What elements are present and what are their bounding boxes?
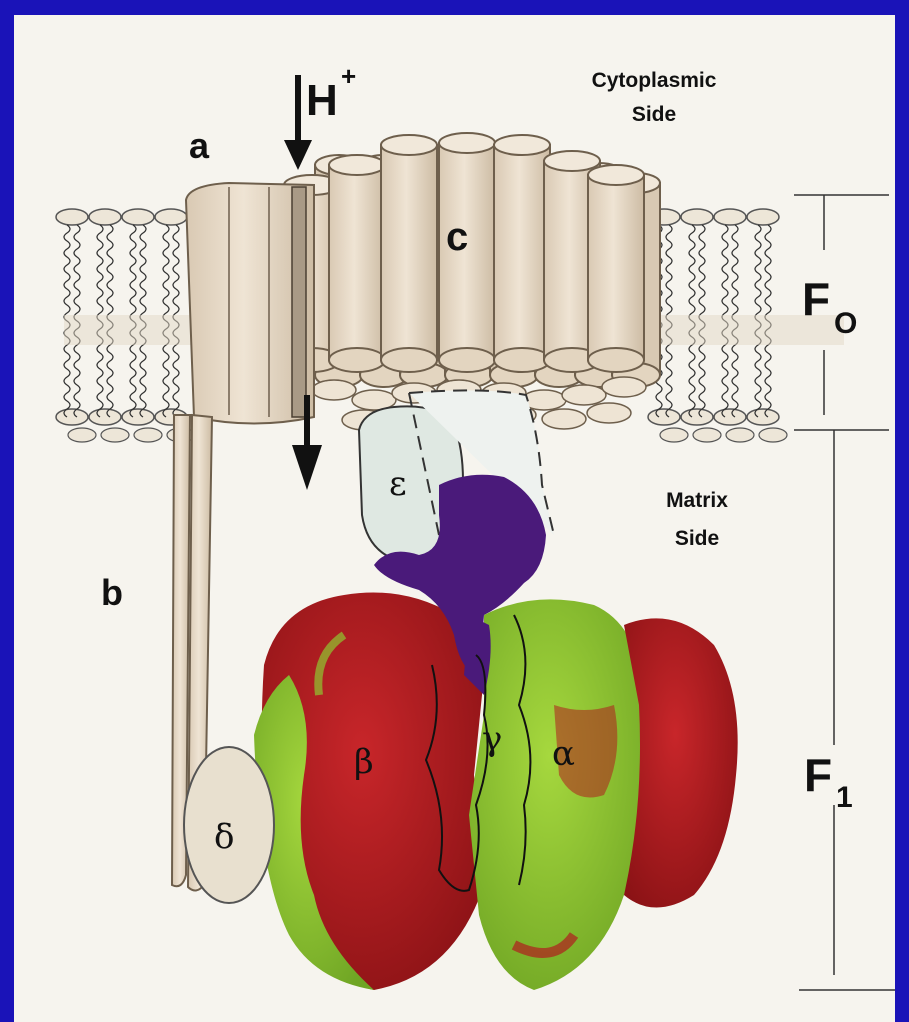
lipid-head <box>747 209 779 225</box>
lipid-head <box>122 209 154 225</box>
lipid-head <box>660 428 688 442</box>
c-ring-base-oval <box>602 377 646 397</box>
lipid-head <box>726 428 754 442</box>
beta-subunit-right <box>624 618 738 907</box>
alpha-subunit-right <box>469 599 647 990</box>
f1-head <box>254 593 738 991</box>
proton-charge: + <box>341 61 356 91</box>
c-subunit-cylinder <box>588 165 644 372</box>
lipid-head <box>759 428 787 442</box>
c-subunit-cylinder <box>381 135 437 372</box>
lipid-head <box>714 209 746 225</box>
c-subunit-cylinder <box>494 135 550 372</box>
c-ring-base-oval <box>562 385 606 405</box>
lipid-head <box>747 409 779 425</box>
figure-frame: H + a b c Cytoplasmic Side Matrix Side F… <box>14 15 895 1022</box>
proton-symbol: H <box>306 76 338 125</box>
lipid-head <box>681 209 713 225</box>
subunit-c-label: c <box>446 215 468 259</box>
cytoplasmic-side-label-line1: Cytoplasmic <box>592 69 717 92</box>
fo-label-sub: O <box>834 307 857 340</box>
f1-label-sub: 1 <box>836 781 853 814</box>
subunit-a <box>186 183 314 424</box>
delta-label: δ <box>214 817 234 857</box>
atp-synthase-diagram: H + a b c Cytoplasmic Side Matrix Side F… <box>14 15 895 1022</box>
subunit-a-label: a <box>189 125 210 166</box>
c-ring-base-oval <box>312 380 356 400</box>
lipid-head <box>56 209 88 225</box>
alpha-label: α <box>552 734 575 774</box>
f1-label: F 1 <box>804 749 853 814</box>
c-ring-base-oval <box>587 403 631 423</box>
fo-label-main: F <box>802 273 830 325</box>
lipid-head <box>89 409 121 425</box>
lipid-head <box>681 409 713 425</box>
lipid-head <box>101 428 129 442</box>
matrix-side-label-line1: Matrix <box>666 489 728 512</box>
subunit-b-label: b <box>101 572 123 613</box>
lipid-head <box>714 409 746 425</box>
gamma-label: γ <box>482 719 502 759</box>
f1-label-main: F <box>804 749 832 801</box>
epsilon-label: ε <box>389 464 407 504</box>
proton-label: H + <box>306 61 356 125</box>
c-subunit-cylinder <box>329 155 385 372</box>
lipid-head <box>122 409 154 425</box>
lipid-head <box>56 409 88 425</box>
subunit-c-ring <box>284 133 660 430</box>
lipid-head <box>693 428 721 442</box>
lipid-head <box>134 428 162 442</box>
c-ring-base-oval <box>542 409 586 429</box>
lipid-head <box>648 409 680 425</box>
lipid-head <box>155 209 187 225</box>
matrix-side-label-line2: Side <box>675 527 719 550</box>
cytoplasmic-side-label-line2: Side <box>632 103 676 126</box>
beta-label: β <box>354 742 374 782</box>
lipid-head <box>68 428 96 442</box>
lipid-head <box>89 209 121 225</box>
